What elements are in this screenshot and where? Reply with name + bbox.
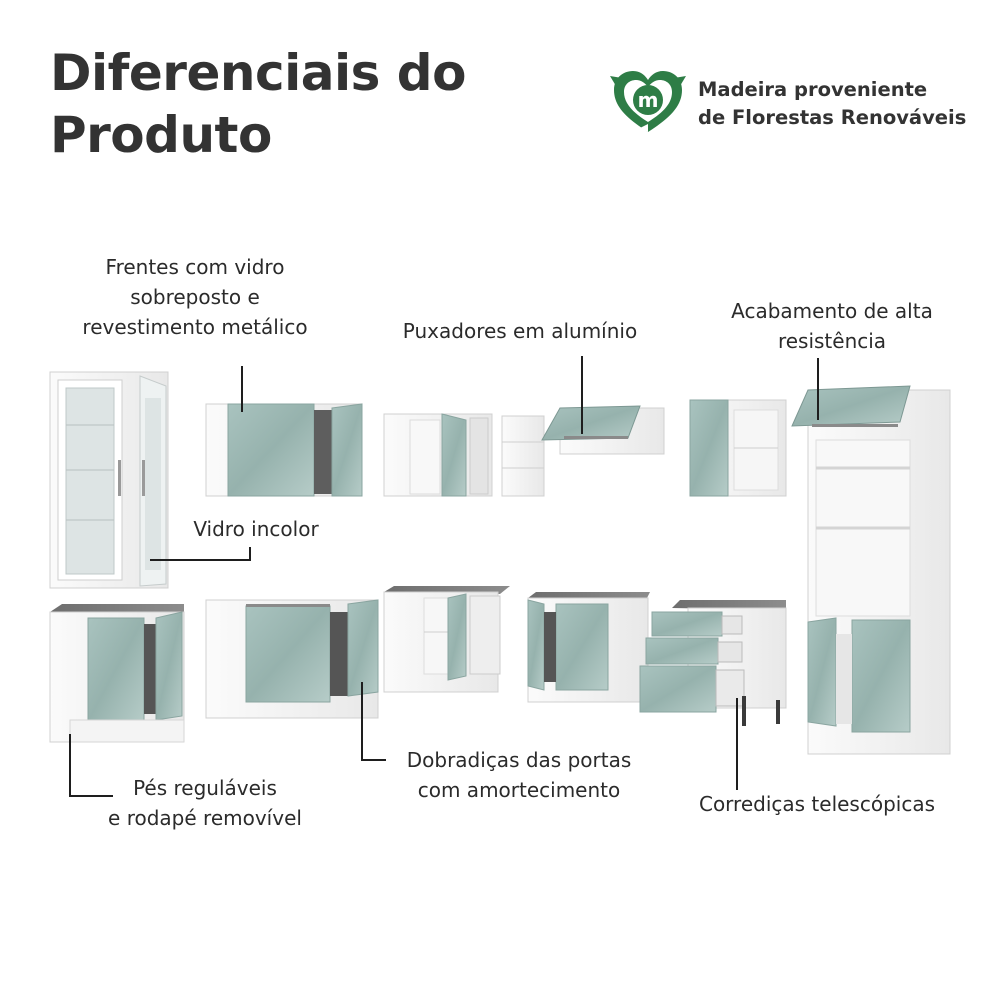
label-finish-line-1: Acabamento de alta (731, 299, 933, 323)
base-cabinet-1 (49, 604, 185, 743)
label-hinges: Dobradiças das portas com amortecimento (386, 745, 652, 805)
label-finish: Acabamento de alta resistência (712, 296, 952, 356)
label-feet-line-2: e rodapé removível (108, 806, 302, 830)
upper-cabinet-1 (205, 403, 363, 497)
label-clear-glass-line-1: Vidro incolor (193, 517, 319, 541)
badge-letter: m (638, 88, 659, 112)
upper-cabinet-3 (689, 399, 787, 497)
base-cabinet-2 (205, 599, 379, 719)
label-hinges-line-2: com amortecimento (417, 778, 621, 802)
page-title-line-2: Produto (50, 106, 272, 164)
label-feet-line-1: Pés reguláveis (133, 776, 277, 800)
recycle-heart-icon: m (610, 71, 686, 132)
base-cabinet-4 (527, 592, 650, 703)
callout-line-feet (69, 734, 113, 797)
drawer-cabinet (639, 600, 787, 726)
label-feet: Pés reguláveis e rodapé removível (92, 773, 318, 833)
label-glass-fronts-line-3: revestimento metálico (82, 315, 308, 339)
base-cabinet-3 (383, 586, 510, 693)
badge-line-1: Madeira proveniente (698, 78, 928, 101)
lift-up-cabinet (541, 405, 665, 455)
label-clear-glass: Vidro incolor (178, 514, 334, 544)
upper-cabinet-2 (383, 413, 493, 497)
page-title: Diferenciais do Produto (50, 42, 466, 166)
renewable-wood-badge: m Madeira proveniente de Florestas Renov… (608, 66, 988, 138)
label-finish-line-2: resistência (777, 329, 887, 353)
badge-text: Madeira proveniente de Florestas Renováv… (698, 76, 966, 132)
callout-line-hinges (361, 682, 386, 761)
oven-tower (791, 385, 951, 755)
label-handles: Puxadores em alumínio (384, 316, 656, 346)
label-handles-line-1: Puxadores em alumínio (402, 319, 638, 343)
badge-line-2: de Florestas Renováveis (698, 106, 967, 129)
glass-cabinet (49, 371, 169, 589)
niche-shelf (501, 415, 545, 497)
callout-line-clear-glass (150, 547, 251, 561)
label-glass-fronts: Frentes com vidro sobreposto e revestime… (64, 252, 326, 342)
label-glass-fronts-line-2: sobreposto e (130, 285, 260, 309)
page-title-line-1: Diferenciais do (50, 44, 466, 102)
callout-lines (69, 356, 819, 797)
label-glass-fronts-line-1: Frentes com vidro (105, 255, 285, 279)
label-slides-line-1: Corrediças telescópicas (698, 792, 936, 816)
label-slides: Corrediças telescópicas (676, 789, 958, 819)
label-hinges-line-1: Dobradiças das portas (406, 748, 632, 772)
